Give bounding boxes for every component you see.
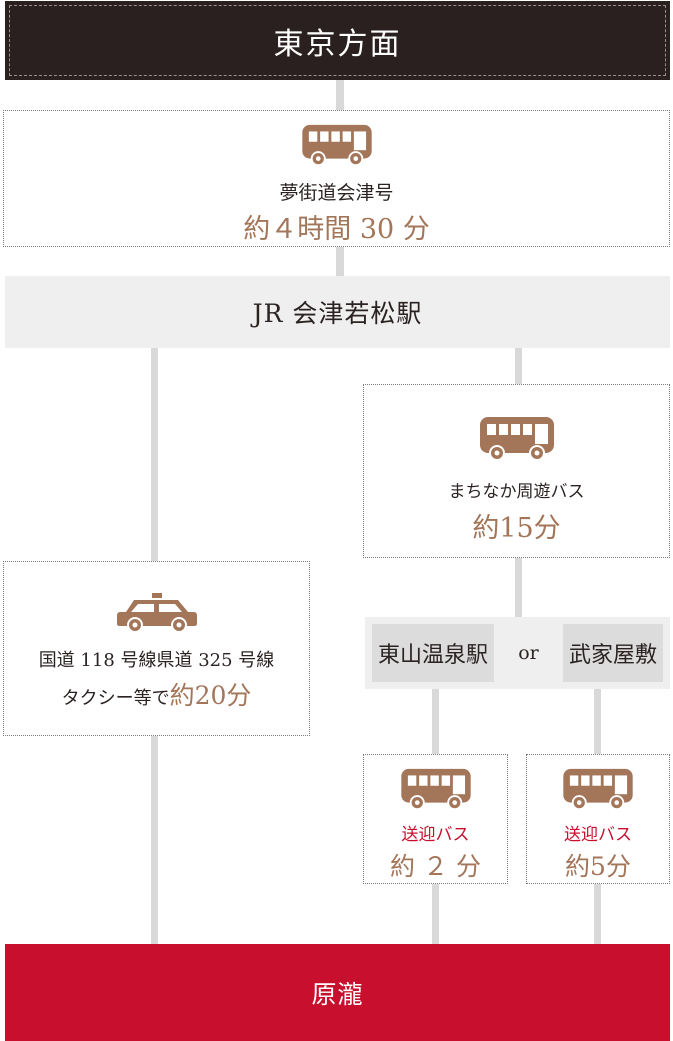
connector-line — [594, 884, 601, 944]
travel-time: 約 ２ 分 — [390, 852, 481, 881]
route-box-loop-bus: まちなか周遊バス 約15分 — [363, 384, 670, 558]
route-name: まちなか周遊バス — [448, 482, 585, 502]
bus-icon — [301, 124, 372, 167]
travel-time: 約15分 — [472, 513, 561, 544]
route-box-express-bus: 夢街道会津号 約４時間 30 分 — [3, 110, 670, 247]
connector-line — [432, 884, 439, 944]
connector-line — [515, 558, 522, 617]
road-route: 国道 118 号線県道 325 号線 — [38, 650, 275, 671]
origin-title: 東京方面 — [9, 5, 666, 76]
travel-time: 約5分 — [565, 852, 631, 881]
station-name: 武家屋敷 — [568, 643, 657, 668]
connector-line — [151, 348, 158, 561]
transport-mode: タクシー等で — [61, 688, 170, 709]
taxi-time-row: タクシー等で約20分 — [62, 676, 252, 712]
bus-icon — [400, 768, 471, 811]
travel-time: 約４時間 30 分 — [243, 214, 430, 245]
shuttle-label: 送迎バス — [564, 825, 632, 845]
connector-line — [336, 80, 344, 110]
station-choice: 東山温泉駅 or 武家屋敷 — [365, 617, 670, 689]
bus-icon — [563, 768, 633, 811]
destination-name: 原瀧 — [311, 979, 364, 1009]
route-box-taxi: 国道 118 号線県道 325 号線 タクシー等で約20分 — [3, 561, 310, 736]
connector-line — [594, 689, 601, 754]
route-name: 夢街道会津号 — [279, 182, 394, 204]
travel-time: 約20分 — [169, 681, 252, 710]
station-name: 東山温泉駅 — [378, 643, 489, 668]
station-higashiyama-onsen: 東山温泉駅 — [372, 624, 495, 682]
station-aizuwakamatsu: JR 会津若松駅 — [5, 276, 670, 348]
station-bukeyashiki: 武家屋敷 — [562, 624, 663, 682]
route-box-shuttle-right: 送迎バス 約5分 — [526, 754, 670, 884]
connector-line — [151, 736, 158, 944]
shuttle-label: 送迎バス — [401, 825, 470, 845]
connector-line — [515, 348, 522, 384]
origin-header: 東京方面 — [5, 1, 670, 80]
station-name: JR 会津若松駅 — [252, 299, 423, 328]
connector-line — [432, 689, 439, 754]
connector-line — [336, 247, 344, 276]
or-separator: or — [518, 642, 539, 664]
destination-footer: 原瀧 — [5, 944, 670, 1041]
taxi-icon — [116, 593, 197, 633]
bus-icon — [479, 417, 554, 461]
route-box-shuttle-left: 送迎バス 約 ２ 分 — [363, 754, 508, 884]
